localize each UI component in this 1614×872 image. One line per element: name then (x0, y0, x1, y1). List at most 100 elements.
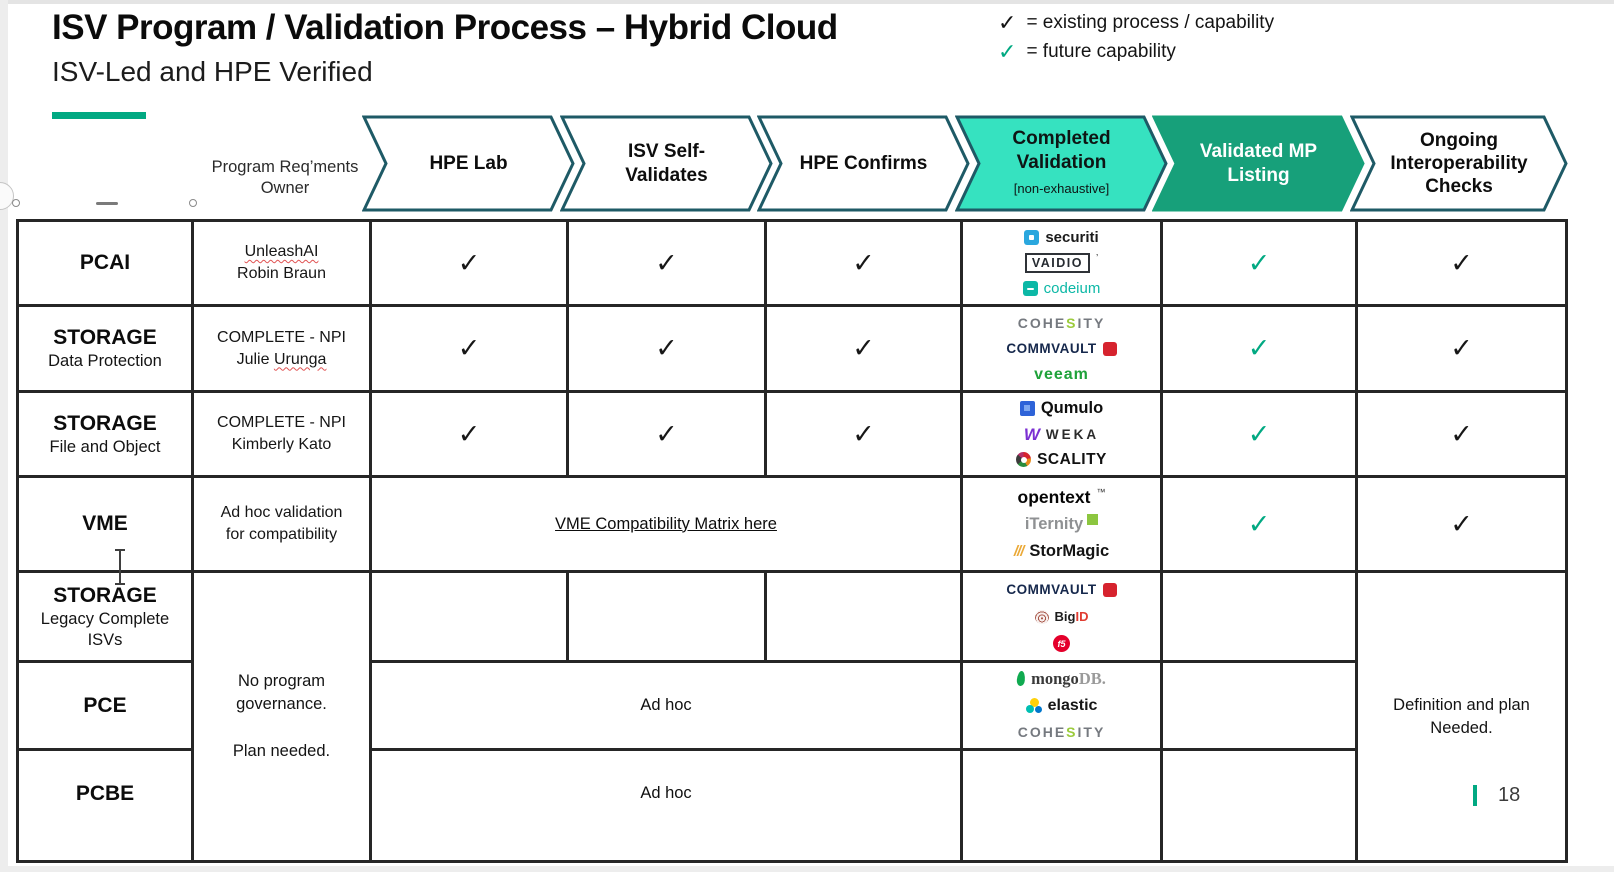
cell-storage-fo-ongoing: ✓ (1358, 393, 1565, 475)
adhoc-label: Ad hoc (640, 696, 692, 714)
accent-underline-bar (52, 112, 146, 119)
cell-storage-fo-hpe-lab: ✓ (372, 393, 566, 475)
definition-note: Definition and plan Needed. (1393, 695, 1530, 737)
cell-pcai-validated-mp: ✓ (1163, 222, 1355, 304)
cell-definition-plan-needed: Definition and plan Needed. (1358, 573, 1565, 860)
logo-bigid: BigID (1034, 605, 1088, 629)
black-check-icon: ✓ (998, 9, 1017, 35)
cell-vme-compatibility-matrix: VME Compatibility Matrix here (372, 478, 960, 570)
cell-storage-legacy-hpe-confirms-empty (767, 573, 960, 660)
category-label: STORAGE (53, 583, 157, 607)
owner-header-line1: Program Req’ments (211, 158, 359, 176)
codeium-icon (1022, 281, 1038, 297)
cell-pcai-ongoing: ✓ (1358, 222, 1565, 304)
adhoc-label: Ad hoc (640, 784, 692, 802)
cell-storage-legacy-hpe-lab-empty (372, 573, 566, 660)
process-step-label: HPE Confirms (799, 152, 928, 174)
cell-storage-fo-hpe-confirms: ✓ (767, 393, 960, 475)
cell-storage-dp-ongoing: ✓ (1358, 307, 1565, 390)
cell-storage-dp-isv-self: ✓ (569, 307, 764, 390)
cell-vme-completed-validation-logos: opentext ™ iTernity /// StorMagic (963, 478, 1160, 570)
process-step-label: Ongoing Interoperability Checks (1390, 130, 1528, 197)
process-step-label: ISV Self-Validates (625, 140, 708, 186)
green-check-icon: ✓ (1247, 247, 1271, 278)
cell-storage-dp-hpe-lab: ✓ (372, 307, 566, 390)
process-step-isv-self-validates: ISV Self-Validates (560, 115, 773, 212)
logo-veeam: veeam (1034, 365, 1089, 383)
cell-storage-dp-completed-validation-logos: COHESITY COMMVAULT veeam (963, 307, 1160, 390)
cell-storage-dp-hpe-confirms: ✓ (767, 307, 960, 390)
process-step-completed-validation: Completed Validation [non-exhaustive] (955, 115, 1168, 212)
scality-icon (1016, 452, 1032, 468)
cell-category-storage-legacy: STORAGE Legacy Complete ISVs (19, 573, 191, 660)
chevron-shape (1152, 115, 1365, 212)
cell-category-vme: VME (19, 478, 191, 570)
logo-scality: SCALITY (1016, 448, 1107, 471)
category-label: STORAGE (53, 326, 157, 349)
category-sublabel: File and Object (49, 437, 161, 456)
process-step-hpe-confirms: HPE Confirms (757, 115, 970, 212)
category-sublabel: Data Protection (48, 352, 162, 370)
vme-compatibility-matrix-link[interactable]: VME Compatibility Matrix here (555, 514, 777, 533)
cell-storage-legacy-completed-validation-logos: COMMVAULT BigID f5 (963, 573, 1160, 660)
cell-pce-completed-validation-logos: mongoDB. elastic COHESITY (963, 663, 1160, 748)
check-icon: ✓ (655, 333, 678, 363)
cell-storage-legacy-isv-self-empty (569, 573, 764, 660)
slide-left-edge (0, 0, 8, 872)
check-icon: ✓ (852, 247, 875, 278)
owner-line: Julie Urunga (236, 350, 327, 368)
logo-f5: f5 (1053, 632, 1070, 656)
cell-pce-adhoc: Ad hoc (372, 663, 960, 748)
chevron-shape (1350, 115, 1568, 212)
check-icon: ✓ (1450, 247, 1473, 278)
cell-vme-validated-mp: ✓ (1163, 478, 1355, 570)
logo-weka: W WEKA (1023, 424, 1100, 444)
text-cursor-ibeam (113, 549, 127, 585)
check-icon: ✓ (655, 418, 678, 449)
cell-owner-storage-dp: COMPLETE - NPI Julie Urunga (194, 307, 369, 390)
cell-category-pce: PCE (19, 663, 191, 748)
process-step-label: HPE Lab (429, 152, 508, 174)
cell-pcai-isv-self: ✓ (569, 222, 764, 304)
f5-icon: f5 (1053, 635, 1070, 652)
check-icon: ✓ (852, 333, 875, 363)
cell-vme-ongoing: ✓ (1358, 478, 1565, 570)
logo-commvault: COMMVAULT (1006, 337, 1117, 360)
logo-cohesity: COHESITY (1017, 314, 1106, 331)
page-number-accent-bar (1473, 785, 1477, 806)
process-step-sublabel: [non-exhaustive] (1013, 180, 1110, 196)
category-label: PCAI (79, 251, 131, 274)
stormagic-icon: /// (1013, 542, 1024, 560)
selection-handle-circle (189, 199, 197, 207)
chevron-shape (955, 115, 1168, 212)
cell-storage-fo-isv-self: ✓ (569, 393, 764, 475)
legend: ✓ = existing process / capability ✓ = fu… (998, 8, 1274, 66)
check-icon: ✓ (457, 418, 481, 449)
check-icon: ✓ (457, 333, 481, 363)
elastic-icon (1025, 697, 1042, 714)
cell-pcai-hpe-lab: ✓ (372, 222, 566, 304)
commvault-icon (1102, 341, 1117, 356)
check-icon: ✓ (457, 247, 481, 278)
process-step-ongoing-interoperability: Ongoing Interoperability Checks (1350, 115, 1568, 212)
legend-future-label: = future capability (1026, 40, 1176, 62)
category-sublabel: Legacy Complete ISVs (40, 609, 170, 649)
cell-owner-vme: Ad hoc validation for compatibility (194, 478, 369, 570)
cell-storage-dp-validated-mp: ✓ (1163, 307, 1355, 390)
chevron-shape (560, 115, 773, 212)
chevron-shape (362, 115, 575, 212)
process-step-label: Completed Validation [non-exhaustive] (983, 115, 1140, 212)
logo-codeium: codeium (1022, 277, 1100, 300)
check-icon: ✓ (1450, 418, 1473, 449)
securiti-icon (1024, 229, 1040, 245)
slide-edge-handle (0, 182, 14, 210)
chevron-shape (757, 115, 970, 212)
category-label: VME (82, 512, 128, 535)
slide-bottom-edge (0, 866, 1614, 872)
iternity-icon (1087, 513, 1099, 525)
process-step-hpe-lab: HPE Lab (362, 115, 575, 212)
cell-owner-storage-fo: COMPLETE - NPI Kimberly Kato (194, 393, 369, 475)
process-step-validated-mp-listing: Validated MP Listing (1152, 115, 1365, 212)
weka-icon: W (1023, 424, 1040, 444)
